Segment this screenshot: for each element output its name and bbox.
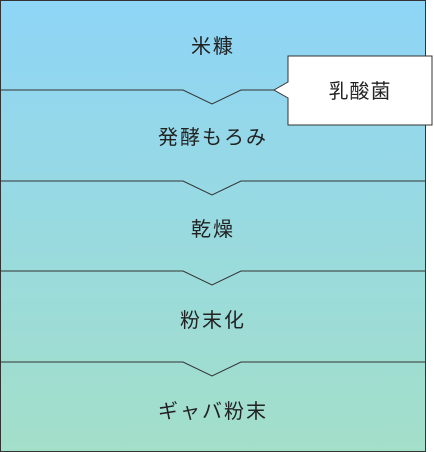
step-label-rice-bran: 米糠	[191, 34, 235, 58]
separator-arrow-3	[0, 270, 426, 286]
separator-arrow-4	[0, 361, 426, 377]
step-label-gaba-powder: ギャバ粉末	[158, 399, 268, 423]
step-label-powdering: 粉末化	[180, 308, 246, 332]
callout-box	[272, 55, 433, 126]
separator-arrow-2	[0, 180, 426, 196]
callout-label-lactic-acid-bacteria: 乳酸菌	[329, 79, 392, 103]
step-label-drying: 乾燥	[191, 217, 235, 241]
step-label-fermented-mash: 発酵もろみ	[158, 125, 268, 149]
